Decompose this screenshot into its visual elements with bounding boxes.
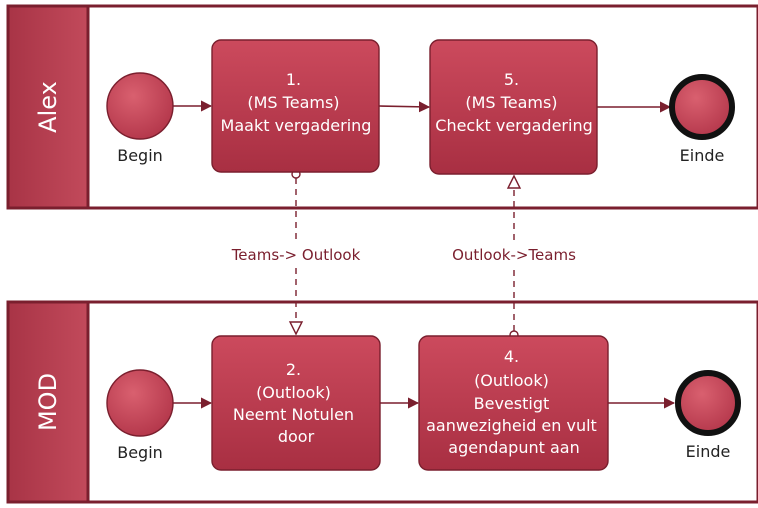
task-1-box[interactable] (211, 39, 380, 173)
task-4[interactable]: 4. (Outlook) Bevestigt aanwezigheid en v… (418, 335, 609, 471)
end-event-label: Einde (680, 146, 725, 165)
message-flow-label: Outlook->Teams (452, 246, 576, 264)
lane-alex-label: Alex (34, 81, 62, 133)
end-event-label: Einde (686, 442, 731, 461)
task-2-text: 2. (Outlook) Neemt Notulen door (233, 360, 359, 446)
end-event-mod[interactable]: Einde (675, 370, 741, 461)
task-2-box[interactable] (211, 335, 381, 471)
lane-mod-label: MOD (34, 373, 62, 431)
task-4-box[interactable] (418, 335, 609, 471)
message-flow-arrowhead (506, 174, 522, 189)
lane-mod-header (6, 300, 90, 504)
task-2[interactable]: 2. (Outlook) Neemt Notulen door (211, 335, 381, 471)
task-5-text: 5. (MS Teams) Checkt vergadering (435, 70, 592, 135)
start-event-circle[interactable] (106, 72, 174, 140)
end-event-alex[interactable]: Einde (669, 74, 735, 165)
start-event-mod[interactable]: Begin (106, 369, 174, 462)
start-event-label: Begin (117, 443, 163, 462)
message-flow-label: Teams-> Outlook (231, 246, 361, 264)
message-flow-arrowhead (288, 321, 304, 336)
task-4-text: 4. (Outlook) Bevestigt aanwezigheid en v… (426, 347, 602, 457)
task-5[interactable]: 5. (MS Teams) Checkt vergadering (429, 39, 598, 175)
task-1-text: 1. (MS Teams) Maakt vergadering (221, 70, 372, 135)
end-event-circle[interactable] (675, 370, 741, 436)
lane-alex-header (6, 4, 90, 210)
start-event-circle[interactable] (106, 369, 174, 437)
start-event-alex[interactable]: Begin (106, 72, 174, 165)
task-1[interactable]: 1. (MS Teams) Maakt vergadering (211, 39, 380, 173)
start-event-label: Begin (117, 146, 163, 165)
task-5-box[interactable] (429, 39, 598, 175)
flow-task1-to-task5 (378, 101, 431, 113)
end-event-circle[interactable] (669, 74, 735, 140)
